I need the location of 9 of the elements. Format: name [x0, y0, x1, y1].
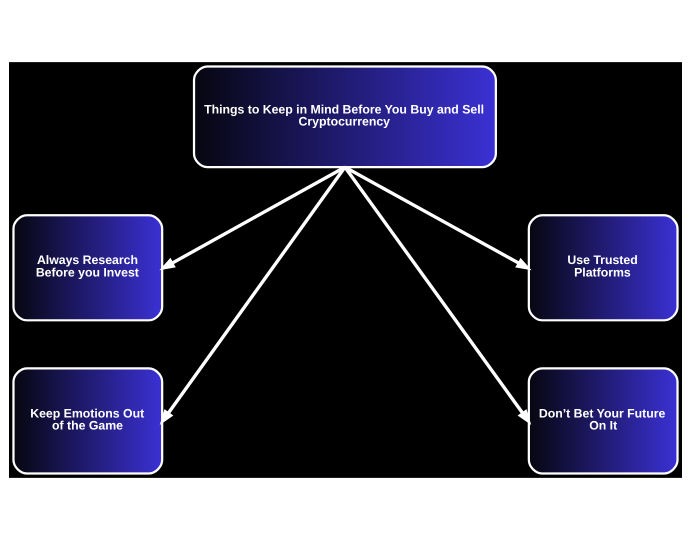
arrow	[159, 166, 346, 426]
arrow	[158, 166, 346, 270]
arrow	[343, 166, 531, 426]
node-box: Don’t Bet Your Future On It	[527, 367, 678, 475]
node-box: Use Trusted Platforms	[527, 214, 678, 322]
node-box: Things to Keep in Mind Before You Buy and Sell Cryptocurrency	[192, 65, 496, 168]
arrow	[344, 166, 532, 270]
node-box: Always Research Before you Invest	[12, 214, 163, 322]
node-box: Keep Emotions Out of the Game	[12, 367, 163, 475]
